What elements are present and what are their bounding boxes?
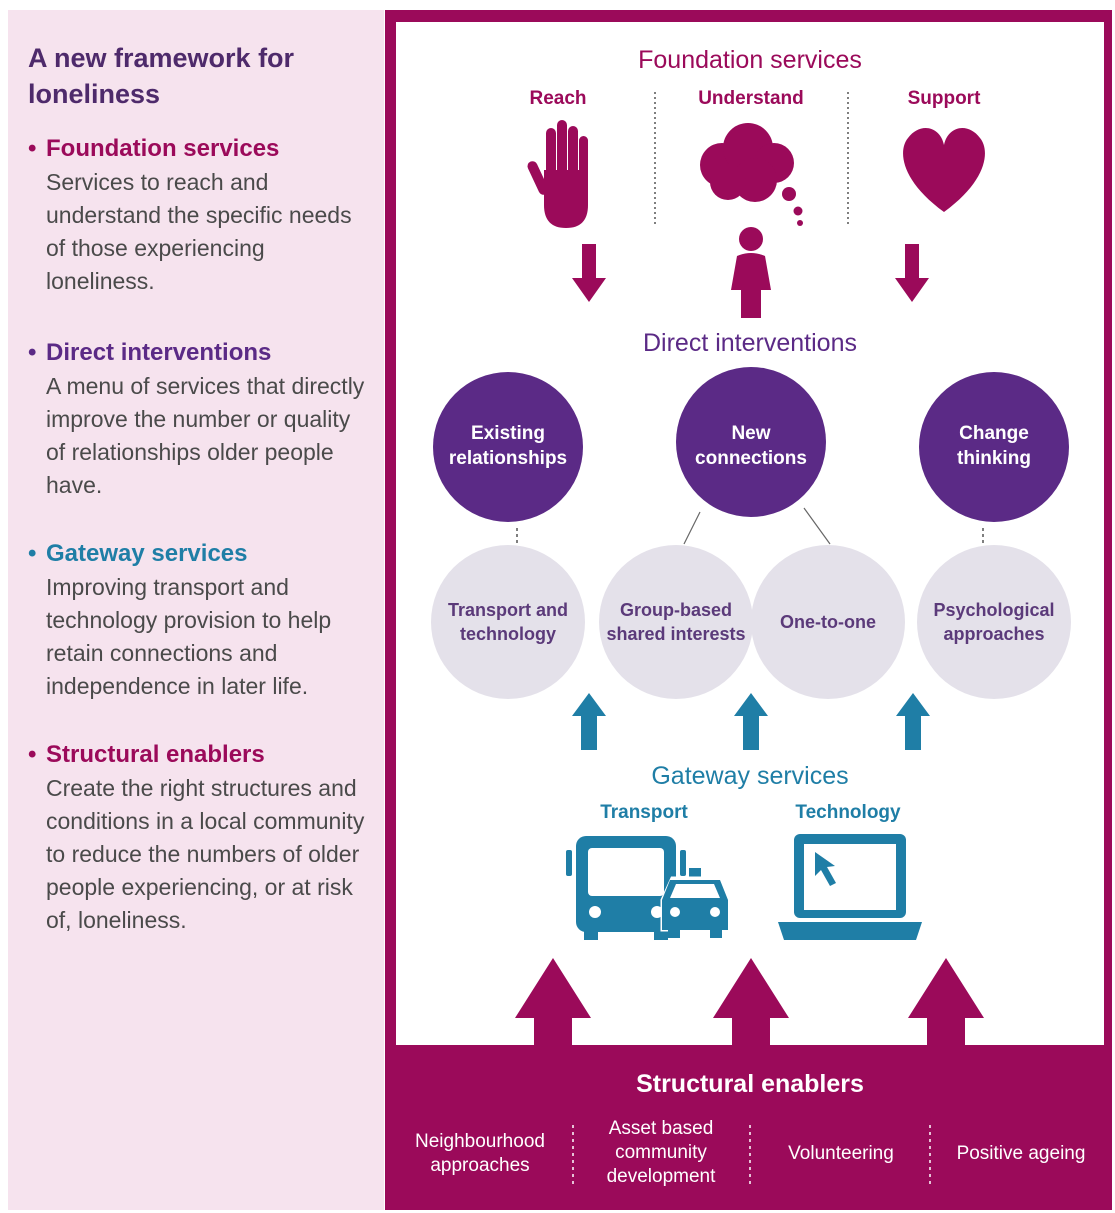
bullet-icon: • (28, 741, 37, 768)
sidebar-section-direct: • Direct interventions A menu of services… (28, 336, 368, 502)
section-heading: Structural enablers (46, 741, 265, 768)
enablers-title: Structural enablers (636, 1070, 864, 1098)
sub-psychological (917, 545, 1071, 699)
circle-label: Change thinking (957, 423, 1031, 469)
heart-icon (903, 128, 985, 212)
circle-label: New connections (695, 423, 807, 469)
sidebar: A new framework for loneliness • Foundati… (8, 10, 384, 1210)
sub-transport-technology (431, 545, 585, 699)
section-heading: Gateway services (46, 540, 248, 567)
direct-title: Direct interventions (643, 329, 857, 357)
sub-one-to-one (751, 545, 905, 699)
sidebar-section-gateway: • Gateway services Improving transport an… (28, 537, 368, 703)
sidebar-title: A new framework for loneliness (28, 43, 295, 109)
sub-label: Group-based shared interests (606, 600, 746, 644)
foundation-title: Foundation services (638, 46, 862, 74)
transport-label: Transport (600, 802, 688, 823)
arrow-up-icon (896, 693, 930, 750)
bullet-icon: • (28, 540, 37, 567)
circle-change-thinking (919, 372, 1069, 522)
section-body: A menu of services that directly improve… (46, 373, 365, 498)
circle-label: Existing relationships (448, 423, 568, 469)
bullet-icon: • (28, 339, 37, 366)
arrow-down-icon (572, 244, 606, 302)
enabler-item: Volunteering (788, 1143, 894, 1164)
sidebar-section-enablers: • Structural enablers Create the right st… (28, 738, 368, 937)
circle-existing-relationships (433, 372, 583, 522)
support-label: Support (907, 88, 981, 109)
gateway-title: Gateway services (651, 762, 849, 790)
laptop-icon (778, 834, 922, 940)
enabler-item: Neighbourhood approaches (415, 1131, 545, 1176)
bus-taxi-icon (566, 836, 730, 940)
technology-label: Technology (795, 802, 901, 823)
section-heading: Foundation services (46, 135, 280, 162)
reach-label: Reach (529, 88, 587, 109)
circle-new-connections (676, 367, 826, 517)
enabler-item: Positive ageing (956, 1143, 1086, 1164)
sub-label: Psychological approaches (933, 600, 1055, 644)
sub-label: One-to-one (780, 612, 876, 632)
arrow-up-icon (515, 958, 591, 1048)
understand-label: Understand (698, 88, 804, 109)
section-heading: Direct interventions (46, 339, 272, 366)
sub-label: Transport and technology (447, 600, 568, 644)
arrow-up-icon (908, 958, 984, 1048)
arrow-down-icon (895, 244, 929, 302)
sub-group-based (599, 545, 753, 699)
connector (803, 507, 831, 545)
arrow-up-icon (713, 958, 789, 1048)
section-body: Improving transport and technology provi… (46, 574, 332, 699)
section-body: Create the right structures and conditio… (46, 775, 365, 933)
thought-cloud-icon (700, 123, 803, 226)
section-body: Services to reach and understand the spe… (46, 169, 352, 294)
hand-icon (527, 120, 588, 228)
enabler-item: Asset based community development (606, 1118, 716, 1187)
bullet-icon: • (28, 135, 37, 162)
sidebar-section-foundation: • Foundation services Services to reach a… (28, 132, 368, 298)
arrow-up-icon (734, 693, 768, 750)
person-icon (731, 227, 771, 318)
connector (683, 511, 701, 545)
arrow-up-icon (572, 693, 606, 750)
